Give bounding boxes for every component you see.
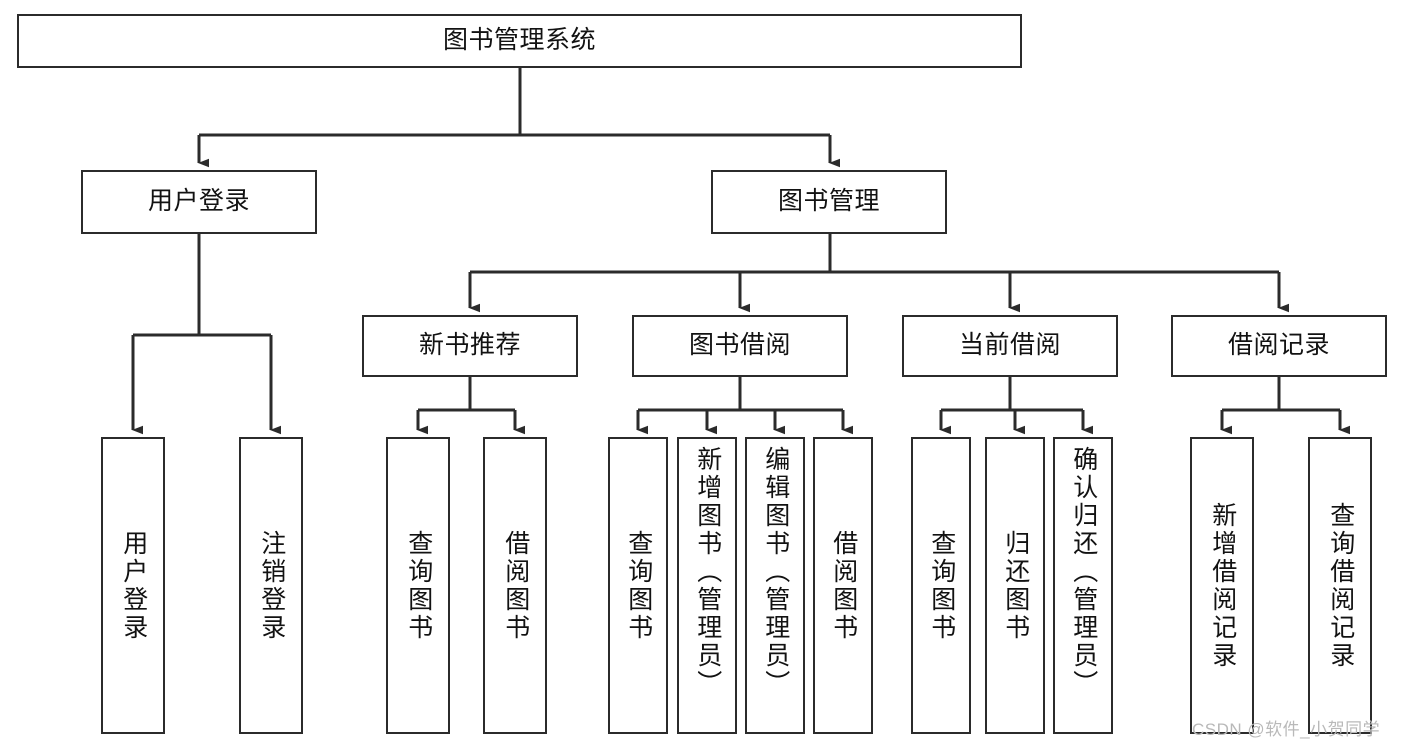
leaf-current-query-book[interactable]: 查询图书 [911,437,971,734]
node-book-borrow-label: 图书借阅 [688,331,791,360]
leaf-user-login-label: 用户登录 [119,529,148,642]
leaf-borrow-add-book-admin-label: 新增图书（管理员） [693,446,722,698]
node-root[interactable]: 图书管理系统 [17,14,1022,68]
leaf-borrow-query-book-label: 查询图书 [624,529,653,642]
node-new-book-recommend[interactable]: 新书推荐 [362,315,578,377]
leaf-borrow-book[interactable]: 借阅图书 [813,437,873,734]
node-user-login[interactable]: 用户登录 [81,170,317,234]
csdn-watermark: CSDN @软件_小贺同学 [1192,720,1381,739]
leaf-current-confirm-return-admin-label: 确认归还（管理员） [1069,446,1098,698]
node-root-label: 图书管理系统 [442,26,596,55]
node-user-login-label: 用户登录 [147,187,250,216]
leaf-record-add-borrow-record-label: 新增借阅记录 [1208,501,1237,670]
leaf-recommend-borrow-book-label: 借阅图书 [501,529,530,642]
node-book-management[interactable]: 图书管理 [711,170,947,234]
node-borrow-record[interactable]: 借阅记录 [1171,315,1387,377]
leaf-recommend-query-book-label: 查询图书 [404,529,433,642]
leaf-recommend-query-book[interactable]: 查询图书 [386,437,450,734]
node-current-borrow[interactable]: 当前借阅 [902,315,1118,377]
leaf-record-query-borrow-record[interactable]: 查询借阅记录 [1308,437,1372,734]
leaf-borrow-edit-book-admin[interactable]: 编辑图书（管理员） [745,437,805,734]
leaf-current-return-book-label: 归还图书 [1001,529,1030,642]
node-book-borrow[interactable]: 图书借阅 [632,315,848,377]
leaf-user-logout[interactable]: 注销登录 [239,437,303,734]
leaf-borrow-book-label: 借阅图书 [829,529,858,642]
leaf-borrow-query-book[interactable]: 查询图书 [608,437,668,734]
leaf-current-query-book-label: 查询图书 [927,529,956,642]
leaf-current-confirm-return-admin[interactable]: 确认归还（管理员） [1053,437,1113,734]
node-borrow-record-label: 借阅记录 [1227,331,1330,360]
leaf-user-logout-label: 注销登录 [257,529,286,642]
leaf-recommend-borrow-book[interactable]: 借阅图书 [483,437,547,734]
leaf-user-login[interactable]: 用户登录 [101,437,165,734]
node-new-book-recommend-label: 新书推荐 [418,331,521,360]
node-book-management-label: 图书管理 [777,187,880,216]
leaf-borrow-add-book-admin[interactable]: 新增图书（管理员） [677,437,737,734]
leaf-borrow-edit-book-admin-label: 编辑图书（管理员） [761,446,790,698]
leaf-record-query-borrow-record-label: 查询借阅记录 [1326,501,1355,670]
leaf-current-return-book[interactable]: 归还图书 [985,437,1045,734]
node-current-borrow-label: 当前借阅 [958,331,1061,360]
leaf-record-add-borrow-record[interactable]: 新增借阅记录 [1190,437,1254,734]
